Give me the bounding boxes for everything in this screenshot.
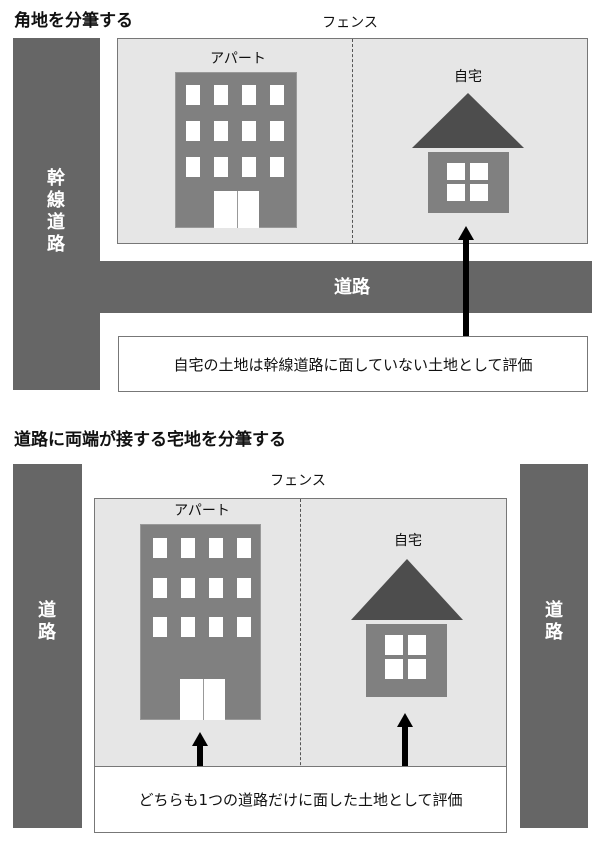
section1-note-box: 自宅の土地は幹線道路に面していない土地として評価 (118, 336, 588, 392)
section1-arrow-head-icon (458, 226, 474, 240)
section1-main-road-label: 幹線道路 (47, 168, 65, 255)
section1-road-label: 道路 (334, 277, 370, 298)
section2-home-label: 自宅 (394, 533, 422, 549)
section1-house-icon (428, 152, 509, 213)
section1-house-roof-icon (412, 93, 524, 148)
section2-arrow-home-icon (402, 726, 408, 767)
section2-left-road (13, 464, 82, 828)
section1-fence-line (352, 39, 353, 243)
section2-left-road-label: 道路 (38, 600, 56, 643)
section2-title: 道路に両端が接する宅地を分筆する (14, 430, 286, 450)
section1-apartment-icon (175, 72, 297, 228)
section1-home-label: 自宅 (454, 69, 482, 85)
section1-apartment-label: アパート (210, 51, 266, 67)
section2-arrow-apartment-head-icon (192, 732, 208, 746)
section2-fence-label: フェンス (270, 473, 326, 489)
section2-note-box: どちらも1つの道路だけに面した土地として評価 (94, 766, 507, 833)
section2-house-icon (366, 624, 447, 697)
section1-main-road (13, 38, 100, 390)
section1-arrow-icon (463, 239, 469, 337)
section2-apartment-icon (140, 524, 261, 720)
section2-house-roof-icon (351, 559, 463, 620)
section2-right-road (520, 464, 588, 828)
section1-road (100, 261, 592, 313)
section1-title: 角地を分筆する (14, 11, 133, 31)
section2-arrow-apartment-icon (197, 745, 203, 767)
section2-arrow-home-head-icon (397, 713, 413, 727)
section2-right-road-label: 道路 (545, 600, 563, 643)
section2-apartment-label: アパート (174, 503, 230, 519)
section2-fence-line (300, 499, 301, 785)
section1-fence-label: フェンス (322, 15, 378, 31)
